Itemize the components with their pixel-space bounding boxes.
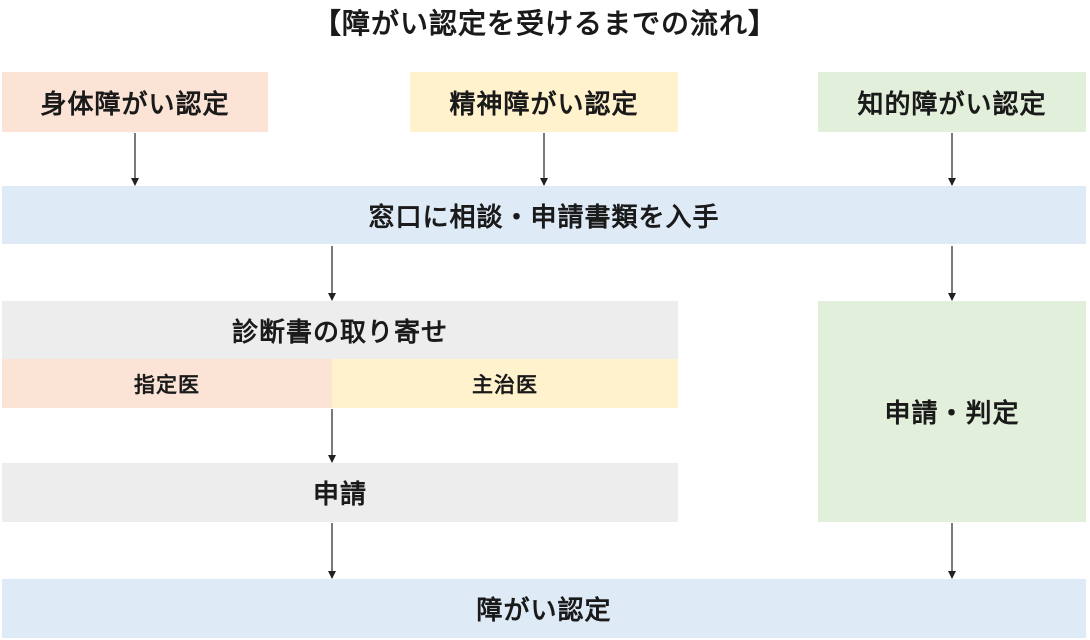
box-consult-window: 窓口に相談・申請書類を入手 [2,186,1086,244]
box-apply-judgement: 申請・判定 [818,301,1086,522]
box-physical-disability: 身体障がい認定 [2,72,268,132]
box-apply: 申請 [2,463,678,522]
box-mental-disability: 精神障がい認定 [410,72,678,132]
box-disability-certification: 障がい認定 [2,579,1086,638]
box-primary-doctor: 主治医 [332,359,678,408]
box-certificate-request: 診断書の取り寄せ [2,301,678,359]
diagram-title: 【障がい認定を受けるまでの流れ】 [312,7,777,40]
box-designated-doctor: 指定医 [2,359,332,408]
box-intellectual-disability: 知的障がい認定 [818,72,1086,132]
